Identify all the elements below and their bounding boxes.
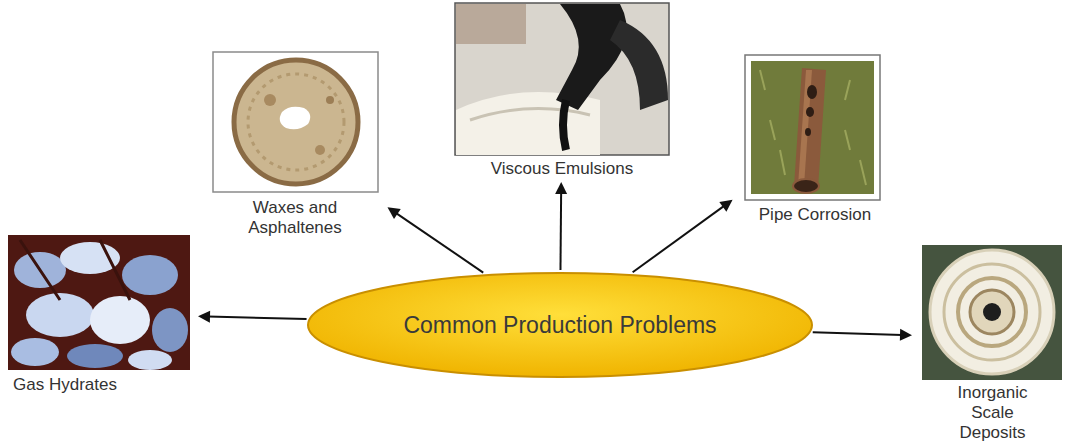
arrow-head [387,207,400,219]
photo-caption: Inorganic Scale Deposits [943,383,1043,443]
arrow-connector [555,182,567,270]
pipe-corrosion-photo [745,55,880,200]
arrow-head [198,311,210,323]
connector-line [396,213,483,273]
connector-line [208,317,307,319]
photo-panel: Waxes and Asphaltenes [205,50,385,238]
central-label: Common Production Problems [403,312,716,339]
photo-panel: Pipe Corrosion [735,55,895,225]
photo-panel: Gas Hydrates [5,233,195,395]
arrow-head [900,329,912,341]
connector-line [813,332,902,335]
viscous-emulsions-photo [455,3,669,155]
arrow-head [555,182,567,194]
connector-line [559,192,562,270]
photo-panel: Inorganic Scale Deposits [915,232,1070,443]
arrow-connector [813,329,912,341]
arrow-connector [198,311,307,323]
central-ellipse: Common Production Problems [305,270,815,380]
photo-panel: Viscous Emulsions [455,3,669,179]
inorganic-scale-photo [922,245,1062,380]
gas-hydrates-photo [8,235,190,370]
arrow-connector [387,207,483,272]
arrow-head [719,200,732,212]
waxes-photo [213,52,378,192]
photo-caption: Viscous Emulsions [462,159,662,179]
photo-caption: Waxes and Asphaltenes [239,198,351,238]
arrow-connector [633,200,733,272]
connector-line [633,206,725,273]
photo-caption: Pipe Corrosion [740,205,890,225]
photo-caption: Gas Hydrates [13,375,195,395]
